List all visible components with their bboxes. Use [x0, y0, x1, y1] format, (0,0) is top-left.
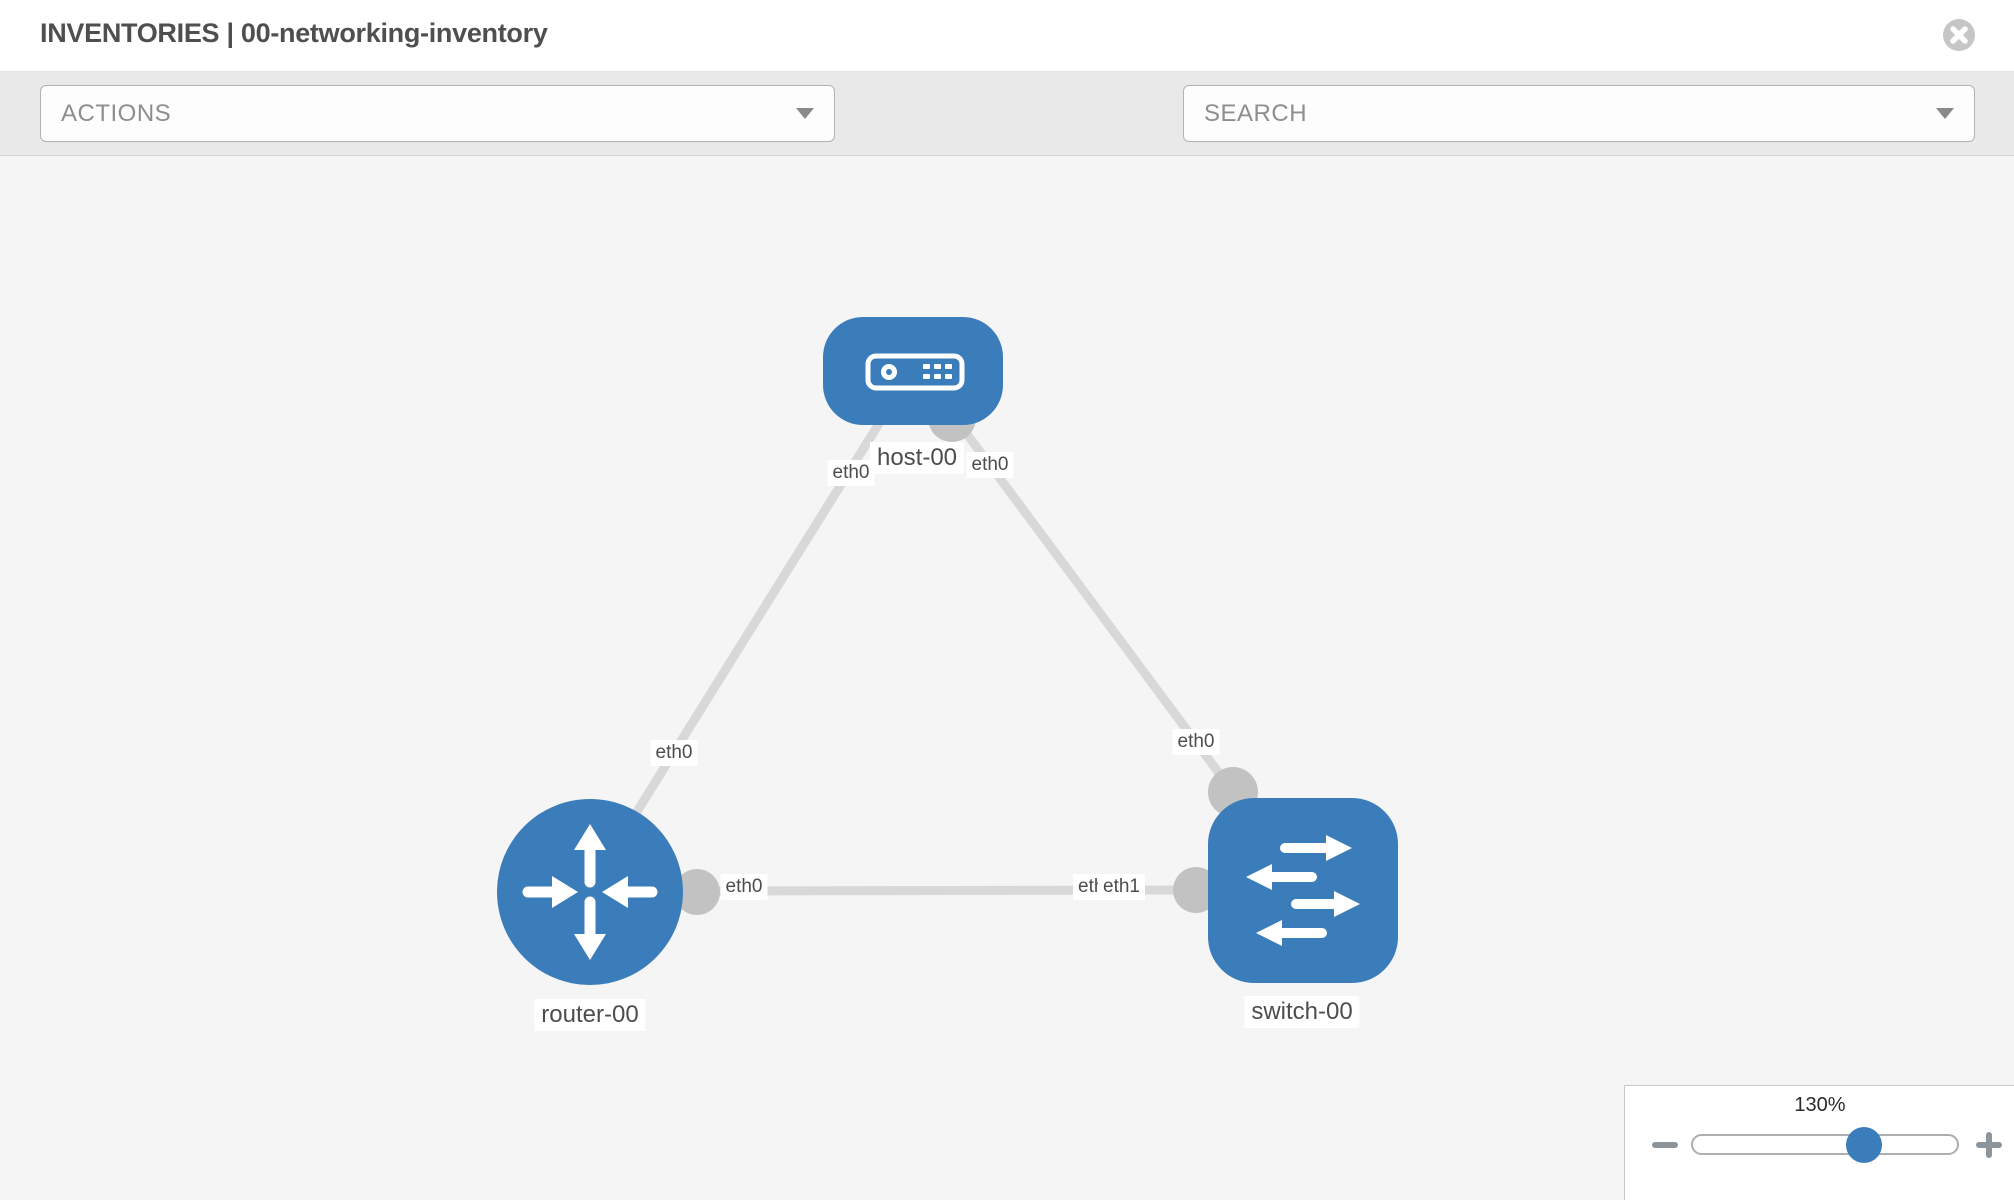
if-label: eth0 — [966, 452, 1014, 478]
node-router-00[interactable] — [497, 799, 683, 985]
search-dropdown[interactable]: SEARCH — [1183, 85, 1975, 142]
zoom-slider-handle[interactable] — [1846, 1127, 1882, 1163]
server-icon — [865, 353, 965, 391]
zoom-in-plus-icon[interactable] — [1974, 1130, 2004, 1160]
actions-dropdown[interactable]: ACTIONS — [40, 85, 835, 142]
actions-dropdown-label: ACTIONS — [61, 99, 172, 127]
connector-router-eth0 — [674, 869, 720, 915]
if-label: eth0 — [720, 874, 768, 900]
search-dropdown-label: SEARCH — [1204, 99, 1308, 127]
router-arrows-icon — [522, 824, 658, 960]
topology-canvas[interactable]: eth0 eth0 eth0 eth0 eth0 eth0 eth1 host-… — [0, 156, 2014, 1200]
node-label-switch: switch-00 — [1244, 996, 1360, 1028]
chevron-down-icon — [796, 108, 814, 119]
zoom-level-text: 130% — [1794, 1094, 1846, 1116]
zoom-control-panel: 130% — [1624, 1085, 2014, 1200]
node-host-00[interactable] — [823, 317, 1003, 425]
page-title: INVENTORIES | 00-networking-inventory — [40, 18, 548, 48]
link-lines — [624, 411, 1237, 896]
panel-header: INVENTORIES | 00-networking-inventory — [0, 0, 2014, 72]
switch-arrows-icon — [1246, 835, 1360, 946]
close-icon[interactable] — [1942, 18, 1976, 52]
node-label-router: router-00 — [534, 999, 646, 1031]
node-switch-00[interactable] — [1208, 798, 1398, 983]
if-label: eth0 — [827, 460, 875, 486]
chevron-down-icon — [1936, 108, 1954, 119]
connector-switch-eth1 — [1173, 867, 1219, 913]
toolbar: ACTIONS SEARCH — [0, 72, 2014, 203]
if-label: eth0 — [650, 740, 698, 766]
node-label-host: host-00 — [869, 442, 965, 474]
if-label: eth1 — [1098, 874, 1145, 900]
if-label: eth0 — [1172, 729, 1220, 755]
zoom-out-minus-icon[interactable] — [1650, 1130, 1680, 1160]
zoom-slider-track[interactable] — [1691, 1134, 1959, 1155]
